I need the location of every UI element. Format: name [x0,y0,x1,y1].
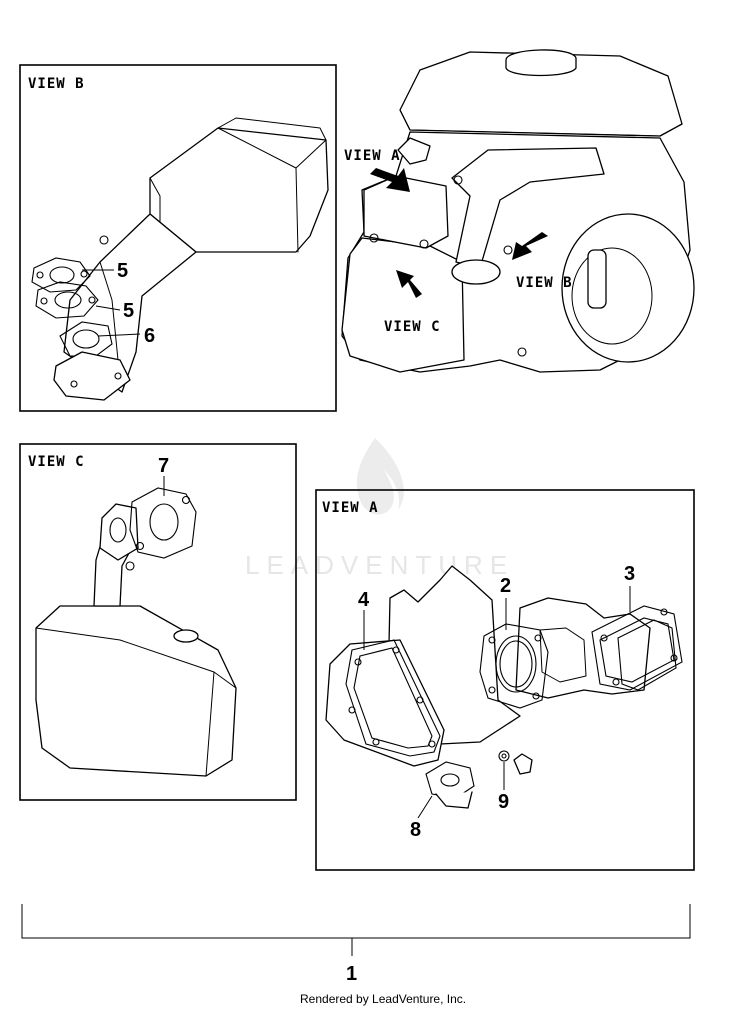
view-b-panel: VIEW B [19,64,337,412]
gasket-8 [425,761,475,809]
arrow-view-b-icon [512,232,548,260]
callout-7: 7 [158,455,169,477]
callout-1: 1 [346,963,357,985]
view-c-frame [19,443,297,801]
footer-credit: Rendered by LeadVenture, Inc. [300,992,466,1006]
exhaust-flange-b [53,351,131,401]
view-a-panel: VIEW A [315,489,695,871]
callout-6: 6 [144,325,155,347]
callout-5-upper: 5 [117,260,128,282]
flange-c [99,503,139,561]
gasket-5-upper [31,257,91,293]
crankcase-cover [325,639,445,767]
gasket-3 [591,605,683,691]
starter-handle [587,249,607,309]
leader-6 [97,333,141,337]
watermark-text: LEADVENTURE [245,550,514,580]
arrow-view-c-icon [396,270,422,298]
gasket-5-lower [35,281,99,319]
view-a-label: VIEW A [322,500,379,516]
view-a-frame [315,489,695,871]
spark-plug [397,137,431,165]
leader-5-lower [95,305,121,311]
fuel-cap [505,49,577,77]
engine-label-view-a: VIEW A [344,148,401,164]
view-c-panel: VIEW C 7 [19,443,297,801]
engine-illustration: VIEW A VIEW B VIEW C [341,49,695,373]
muffler-b [63,117,329,393]
muffler-c [35,605,237,777]
view-c-label: VIEW C [28,454,85,470]
callout-2: 2 [500,575,511,597]
leader-8 [417,795,433,819]
view-b-frame [19,64,337,412]
callout-8: 8 [410,819,421,841]
watermark: LEADVENTURE [245,438,514,580]
engine-label-view-c: VIEW C [384,319,441,335]
engine-exhaust-flange [451,259,501,285]
gasket-4 [345,639,441,757]
gasket-7 [129,487,197,559]
washer-9 [498,750,510,762]
callout-4: 4 [358,589,370,611]
view-b-label: VIEW B [28,76,85,92]
callout-3: 3 [624,563,635,585]
bolt [513,753,533,775]
arrow-view-a-icon [370,168,410,192]
gasket-2 [479,623,549,709]
callout-9: 9 [498,791,509,813]
engine-label-view-b: VIEW B [516,275,573,291]
watermark-flame-icon [356,438,404,515]
engine-exhaust-pipe [451,147,605,269]
kit-bracket: 1 [21,904,691,985]
callout-5-lower: 5 [123,300,134,322]
engine-muffler [341,237,465,373]
gasket-6 [59,321,113,357]
